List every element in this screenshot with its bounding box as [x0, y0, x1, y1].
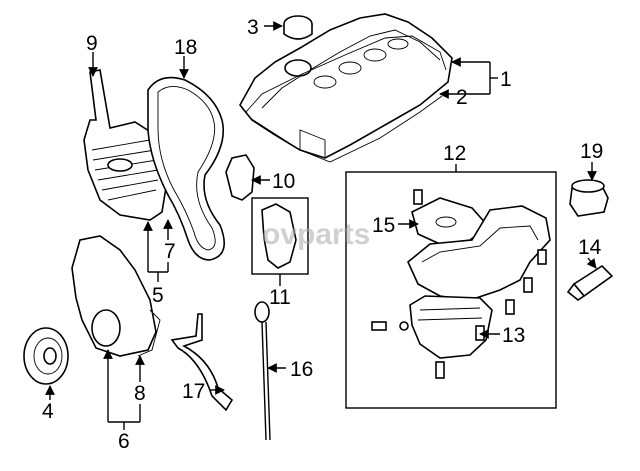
lower-timing-cover-part[interactable] — [71, 235, 157, 357]
oil-pan-box — [345, 171, 557, 409]
callout-2: 2 — [456, 86, 468, 109]
callout-14: 14 — [578, 236, 602, 259]
callout-15: 15 — [372, 214, 395, 237]
lower-oil-pan-part[interactable] — [409, 295, 493, 359]
callout-16: 16 — [290, 358, 313, 381]
callout-11: 11 — [269, 286, 291, 309]
callout-12: 12 — [443, 142, 466, 165]
callout-5: 5 — [152, 284, 164, 307]
oil-filler-cap-part[interactable] — [283, 15, 313, 40]
callout-4: 4 — [42, 400, 54, 423]
callout-19: 19 — [580, 140, 603, 163]
callout-13: 13 — [502, 324, 525, 347]
oil-dipstick-part[interactable] — [254, 301, 271, 441]
upper-timing-cover-part[interactable] — [83, 69, 169, 221]
callout-6: 6 — [118, 430, 130, 453]
sealant-tube-part[interactable] — [566, 264, 614, 301]
valve-cover-gasket-part[interactable] — [245, 35, 447, 163]
callout-18: 18 — [174, 36, 197, 59]
timing-belt-part[interactable] — [147, 76, 226, 261]
callout-8: 8 — [134, 382, 146, 405]
callout-3: 3 — [247, 16, 259, 39]
oil-filter-part[interactable] — [569, 179, 609, 217]
callout-10: 10 — [272, 170, 295, 193]
callout-17: 17 — [182, 380, 205, 403]
watermark-logo: ovparts — [262, 218, 370, 251]
callout-9: 9 — [86, 32, 98, 55]
callout-7: 7 — [164, 240, 176, 263]
bracket-part[interactable] — [225, 154, 255, 201]
crankshaft-pulley-part[interactable] — [23, 327, 69, 385]
leader-lines — [45, 21, 597, 430]
callout-labels: 1 2 3 4 5 6 7 8 9 10 11 12 13 14 15 16 1… — [42, 16, 603, 453]
timing-cover-gasket-part[interactable] — [137, 309, 161, 357]
callout-1: 1 — [500, 68, 512, 91]
valve-cover-part[interactable] — [239, 13, 453, 159]
